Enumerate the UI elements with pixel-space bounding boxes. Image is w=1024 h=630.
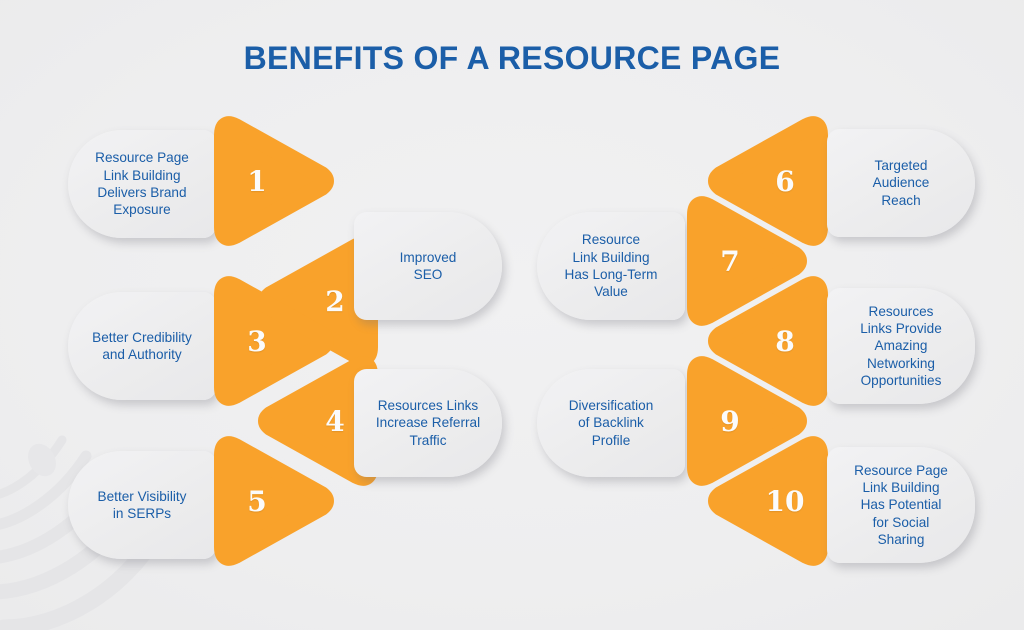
benefit-card-2[interactable]: Improved SEO bbox=[354, 212, 502, 320]
benefit-card-8[interactable]: Resources Links Provide Amazing Networki… bbox=[827, 288, 975, 404]
triangle-right-icon bbox=[687, 356, 807, 486]
benefit-card-9-text: Diversification of Backlink Profile bbox=[568, 397, 654, 448]
benefit-card-9[interactable]: Diversification of Backlink Profile bbox=[537, 369, 685, 477]
triangle-left-icon bbox=[708, 436, 828, 566]
triangle-left-icon bbox=[708, 116, 828, 246]
benefit-card-3-text: Better Credibility and Authority bbox=[92, 329, 192, 362]
benefit-card-1[interactable]: Resource Page Link Building Delivers Bra… bbox=[68, 130, 216, 238]
benefit-card-7-text: Resource Link Building Has Long-Term Val… bbox=[564, 232, 658, 300]
benefit-card-4[interactable]: Resources Links Increase Referral Traffi… bbox=[354, 369, 502, 477]
triangle-right-icon bbox=[214, 436, 334, 566]
benefit-card-10[interactable]: Resource Page Link Building Has Potentia… bbox=[827, 447, 975, 563]
benefit-card-10-text: Resource Page Link Building Has Potentia… bbox=[854, 462, 948, 548]
benefit-card-6[interactable]: Targeted Audience Reach bbox=[827, 129, 975, 237]
benefit-card-6-text: Targeted Audience Reach bbox=[872, 157, 930, 208]
benefit-card-8-text: Resources Links Provide Amazing Networki… bbox=[860, 303, 942, 389]
benefit-card-3[interactable]: Better Credibility and Authority bbox=[68, 292, 216, 400]
page-title: BENEFITS OF A RESOURCE PAGE bbox=[243, 40, 781, 76]
triangle-left-icon bbox=[708, 276, 828, 406]
triangle-right-icon bbox=[687, 196, 807, 326]
triangle-right-icon bbox=[214, 276, 334, 406]
benefit-arrow-5[interactable]: 5 bbox=[214, 436, 334, 566]
benefit-card-1-text: Resource Page Link Building Delivers Bra… bbox=[95, 150, 189, 218]
benefit-card-7[interactable]: Resource Link Building Has Long-Term Val… bbox=[537, 212, 685, 320]
triangle-right-icon bbox=[214, 116, 334, 246]
benefit-card-5-text: Better Visibility in SERPs bbox=[97, 488, 187, 521]
benefit-card-5[interactable]: Better Visibility in SERPs bbox=[68, 451, 216, 559]
benefit-card-4-text: Resources Links Increase Referral Traffi… bbox=[375, 397, 481, 448]
benefit-arrow-1[interactable]: 1 bbox=[214, 116, 334, 246]
benefit-card-2-text: Improved SEO bbox=[399, 249, 457, 282]
benefit-arrow-10[interactable]: 10 bbox=[708, 436, 828, 566]
